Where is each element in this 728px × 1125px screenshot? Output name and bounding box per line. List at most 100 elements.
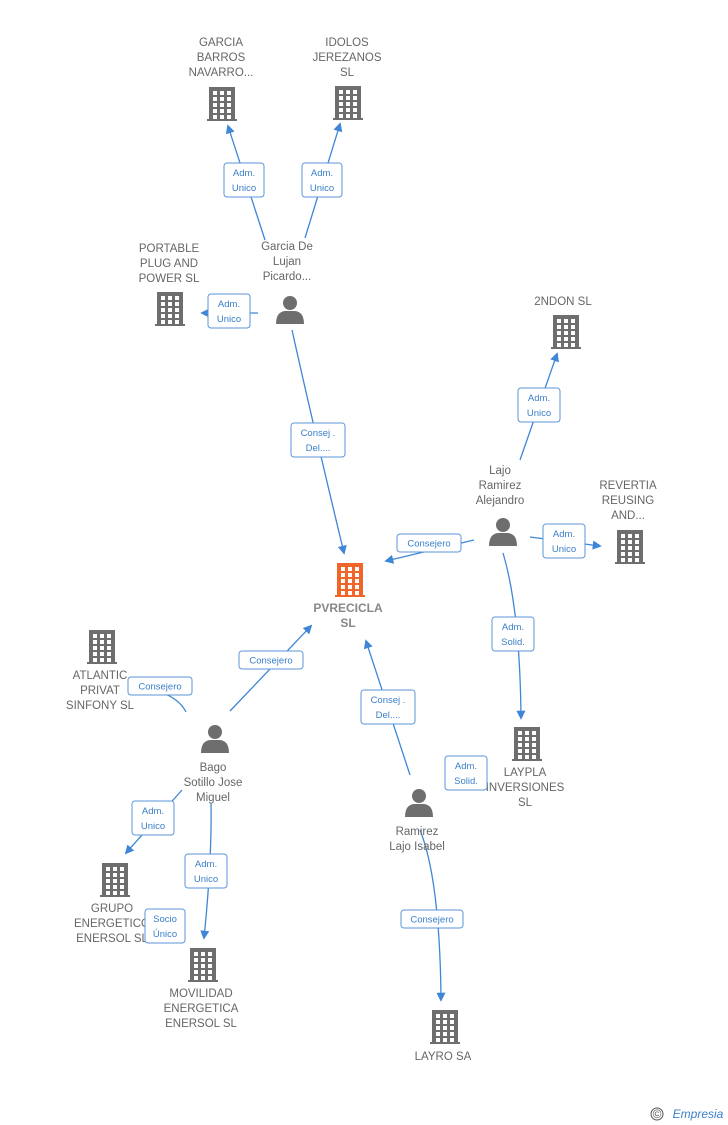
edge-label-box <box>400 909 464 929</box>
edge-label-box <box>542 523 586 559</box>
edge-label[interactable]: Consejero <box>400 909 464 929</box>
brand-logo[interactable]: Empresia <box>673 1107 724 1121</box>
copyright-symbol: © <box>653 1107 662 1121</box>
edge-label[interactable]: Adm. Unico <box>223 162 265 198</box>
edge-label-text: Único <box>153 929 177 940</box>
edge-label-text: Unico <box>232 183 256 194</box>
node-label-line: ENERGETICA <box>164 1003 239 1015</box>
node-label-line: Alejandro <box>476 495 525 507</box>
node-label-line: PLUG AND <box>140 258 198 270</box>
node-label-line: MOVILIDAD <box>169 988 232 1000</box>
edge-label-text: Consejero <box>410 915 453 926</box>
person-icon <box>405 789 433 817</box>
center-label-line: PVRECICLA <box>313 601 383 615</box>
edge-label[interactable]: Consejero <box>238 650 304 670</box>
edge-label-text: Unico <box>527 408 551 419</box>
node-label-line: ENERSOL SL <box>76 933 148 945</box>
edge-label-box <box>207 293 251 329</box>
node-label-line: ATLANTIC <box>73 670 128 682</box>
edge-label-box <box>301 162 343 198</box>
edge-label-box <box>290 422 346 458</box>
node-label-line: Ramirez <box>479 480 522 492</box>
node-label-line: LAYPLA <box>504 767 547 779</box>
edge-label[interactable]: Adm.Unico <box>301 162 343 198</box>
edge-label-box <box>238 650 304 670</box>
edge-label-box <box>491 616 535 652</box>
edge-label-text: Unico <box>194 874 218 885</box>
node-label-line: JEREZANOS <box>312 52 381 64</box>
building-icon <box>333 86 363 120</box>
edge-label-text: Solid. <box>501 637 525 648</box>
edge-label-box <box>360 689 416 725</box>
node-label-line: PORTABLE <box>139 243 200 255</box>
center-label-line: SL <box>340 616 355 630</box>
node-2ndon[interactable]: 2NDON SL <box>534 296 592 349</box>
edge-label-text: Adm. <box>455 761 477 772</box>
edge-ramirez_lajo-layro <box>419 829 446 1002</box>
edge-label-text: Adm. <box>502 622 524 633</box>
node-portable[interactable]: PORTABLE PLUG AND POWER SL <box>139 243 200 326</box>
edge-label-text: Unico <box>141 821 165 832</box>
edge-label-text: Adm. <box>233 168 255 179</box>
edge-label-text: Del.... <box>306 443 331 454</box>
node-label-line: NAVARRO... <box>189 67 254 79</box>
node-layro[interactable]: LAYRO SA <box>415 1010 472 1063</box>
edge-label-text: Socio <box>153 914 177 925</box>
building-icon <box>512 727 542 761</box>
edge-label-box <box>144 908 186 944</box>
edge-label-text: Del.... <box>376 710 401 721</box>
edge-label-box <box>223 162 265 198</box>
building-icon <box>335 563 365 597</box>
edge-label[interactable]: Adm.Unico <box>184 853 228 889</box>
edge-label-box <box>444 755 488 791</box>
building-icon <box>155 292 185 326</box>
edge-label-box <box>131 800 175 836</box>
node-garcia_barros[interactable]: GARCIABARROSNAVARRO... <box>189 37 254 121</box>
building-icon <box>188 948 218 982</box>
edge-label[interactable]: Consej .Del.... <box>360 689 416 725</box>
building-icon <box>430 1010 460 1044</box>
edge-label[interactable]: Consejero <box>127 676 193 696</box>
node-label-line: IDOLOS <box>325 37 369 49</box>
footer: © Empresia <box>650 1107 724 1121</box>
node-label-line: LAYRO SA <box>415 1051 472 1063</box>
node-label-line: POWER SL <box>139 273 200 285</box>
node-garcia_de_lujan[interactable]: Garcia DeLujanPicardo... <box>261 241 313 324</box>
node-label-line: Sotillo Jose <box>184 777 243 789</box>
edge-label[interactable]: Adm. Unico <box>131 800 175 836</box>
nodes-layer: PVRECICLASLGARCIABARROSNAVARRO...IDOLOSJ… <box>66 37 657 1063</box>
edge-label[interactable]: Adm.Unico <box>517 387 561 423</box>
edge-label[interactable]: Consejero <box>396 533 462 553</box>
edge-label-text: Adm. <box>142 806 164 817</box>
person-icon <box>276 296 304 324</box>
node-label-line: BARROS <box>197 52 246 64</box>
building-icon <box>551 315 581 349</box>
edge-label[interactable]: Adm.Unico <box>542 523 586 559</box>
edge-label-text: Consejero <box>249 656 292 667</box>
edge-label-text: Unico <box>217 314 241 325</box>
node-label-line: Bago <box>200 762 227 774</box>
edge-label[interactable]: Adm.Unico <box>207 293 251 329</box>
edge-label[interactable]: Consej . Del.... <box>290 422 346 458</box>
edge-label-text: Consej . <box>301 428 336 439</box>
node-revertia[interactable]: REVERTIAREUSINGAND... <box>599 480 657 564</box>
edge-label[interactable]: Adm.Solid. <box>444 755 488 791</box>
edge-label[interactable]: Adm. Solid. <box>491 616 535 652</box>
node-label-line: PRIVAT <box>80 685 120 697</box>
copyright-circle <box>650 1107 664 1121</box>
node-label-line: Lujan <box>273 256 301 268</box>
node-label-line: AND... <box>611 510 645 522</box>
building-icon <box>87 630 117 664</box>
node-label-line: Lajo Isabel <box>389 841 445 853</box>
